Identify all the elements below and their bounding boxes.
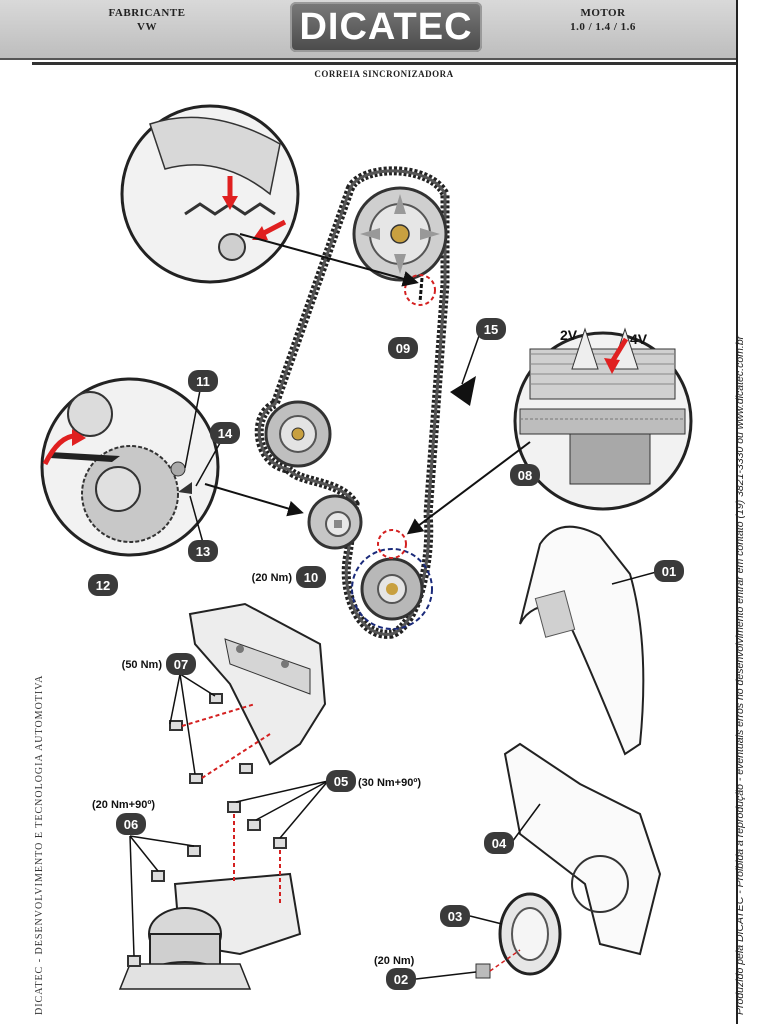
crank-pulley: [498, 892, 562, 976]
engine-value: 1.0 / 1.4 / 1.6: [570, 21, 636, 33]
svg-text:01: 01: [662, 564, 676, 579]
callout-15: 15: [476, 318, 506, 340]
mark-2v: 2V: [560, 327, 578, 343]
callout-01: 01: [654, 560, 684, 582]
red-arrow-icon: [222, 196, 238, 210]
engine-block: MOTOR 1.0 / 1.4 / 1.6: [548, 6, 658, 34]
right-border-rule: [736, 0, 738, 1024]
torque-06: (20 Nm+90º): [92, 799, 155, 811]
manufacturer-label: FABRICANTE: [108, 7, 186, 19]
callout-09: 09: [388, 337, 418, 359]
torque-10: (20 Nm): [252, 572, 293, 584]
torque-02: (20 Nm): [374, 955, 415, 967]
callout-07: 07: [166, 653, 196, 675]
svg-text:05: 05: [334, 774, 348, 789]
rotation-direction-triangle: [450, 376, 476, 406]
cam-timing-mark: [404, 274, 436, 306]
detail-tensioner-adjust: [40, 377, 220, 557]
mark-4v: 4V: [630, 331, 648, 347]
mount-bolts-05-06: [127, 801, 287, 967]
tensioner-pulley: [307, 494, 363, 550]
camshaft-sprocket: [352, 186, 448, 282]
engine-mount-lower: [118, 872, 302, 990]
crankshaft-sprocket: [351, 529, 433, 630]
allen-key-icon: [50, 452, 120, 462]
manufacturer-block: FABRICANTE VW: [92, 6, 202, 34]
engine-label: MOTOR: [580, 7, 626, 19]
manufacturer-value: VW: [137, 21, 157, 33]
timing-belt: [254, 166, 450, 639]
idler-pulley: [264, 400, 332, 468]
torque-05: (30 Nm+90º): [358, 777, 421, 789]
callout-06: 06: [116, 813, 146, 835]
callout-05: 05: [326, 770, 356, 792]
engine-mount-bracket-upper: [188, 602, 327, 766]
callout-13: 13: [188, 540, 218, 562]
svg-text:02: 02: [394, 972, 408, 987]
svg-text:13: 13: [196, 544, 210, 559]
callout-03: 03: [440, 905, 470, 927]
callout-08: 08: [510, 464, 540, 486]
svg-text:11: 11: [196, 374, 210, 389]
svg-text:10: 10: [304, 570, 318, 585]
svg-text:08: 08: [518, 468, 532, 483]
torque-07: (50 Nm): [122, 659, 163, 671]
dicatec-logo: DICATEC: [290, 2, 482, 52]
mount-bolts-07: [169, 693, 271, 784]
svg-text:12: 12: [96, 578, 110, 593]
svg-text:07: 07: [174, 657, 188, 672]
svg-text:14: 14: [218, 426, 233, 441]
callout-02: 02: [386, 968, 416, 990]
callout-11: 11: [188, 370, 218, 392]
detail-crankshaft-mark: 2V 4V: [513, 327, 693, 511]
svg-text:15: 15: [484, 322, 498, 337]
svg-text:03: 03: [448, 909, 462, 924]
timing-belt-diagram: 2V 4V: [40, 104, 693, 990]
section-title: CORREIA SINCRONIZADORA: [32, 62, 736, 85]
callout-14: 14: [210, 422, 240, 444]
svg-text:09: 09: [396, 341, 410, 356]
callout-12: 12: [88, 574, 118, 596]
upper-timing-cover: [519, 525, 645, 756]
pulley-bolt: [475, 949, 521, 979]
detail-camshaft-mark: [120, 104, 300, 284]
svg-text:06: 06: [124, 817, 138, 832]
callout-04: 04: [484, 832, 514, 854]
callout-10: 10: [296, 566, 326, 588]
svg-text:04: 04: [492, 836, 507, 851]
header-bar: FABRICANTE VW DICATEC MOTOR 1.0 / 1.4 / …: [0, 0, 736, 60]
